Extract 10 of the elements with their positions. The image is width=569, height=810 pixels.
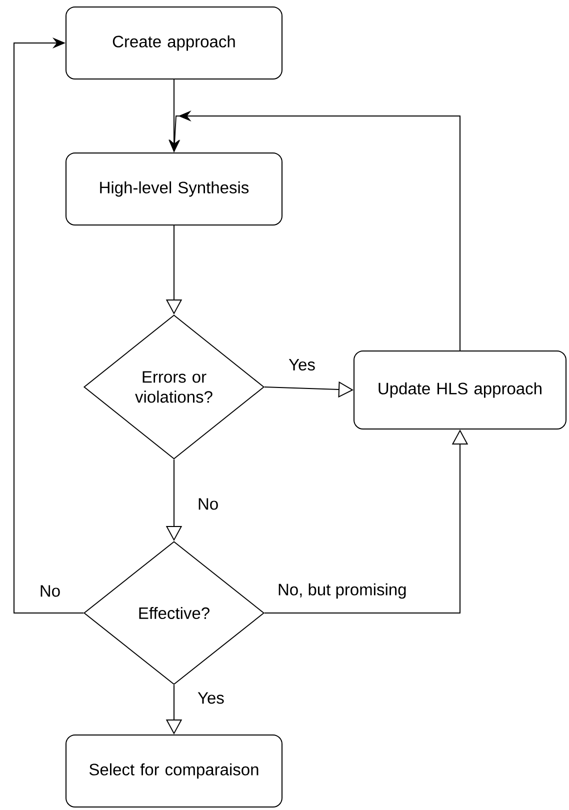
process-box: Update HLS approach [354, 350, 566, 430]
edge-label: No, but promising [276, 582, 408, 600]
process-box: Create approach [66, 6, 282, 80]
edge-label: No [38, 584, 62, 598]
arrow [14, 37, 84, 614]
process-box: High-level Synthesis [66, 152, 282, 226]
process-box: Select for comparaison [66, 734, 282, 808]
edge-label: No [196, 497, 220, 511]
edge-label: Yes [196, 691, 226, 705]
edge-label: Yes [288, 358, 316, 372]
